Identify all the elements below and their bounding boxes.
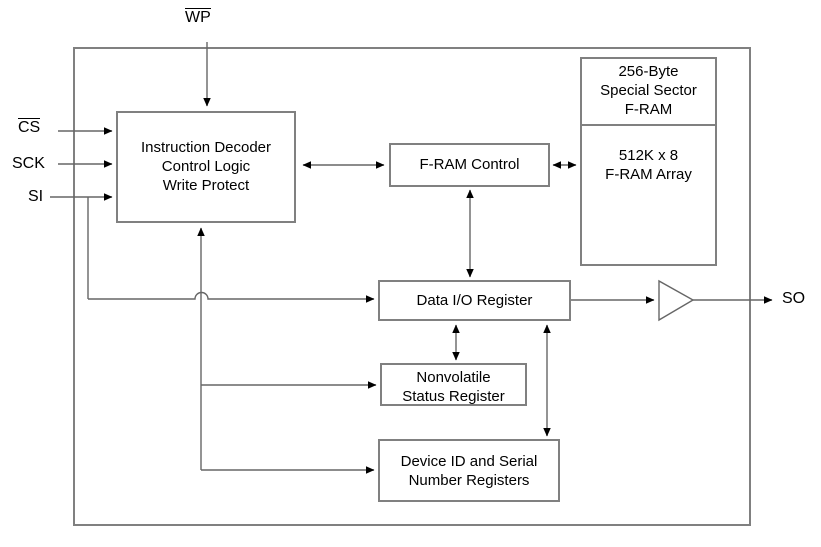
pin-label-sck-text: SCK xyxy=(12,155,45,172)
block-nonvolatile-status-register xyxy=(380,363,527,406)
block-fram-memory-outer xyxy=(580,57,717,266)
pin-label-so-text: SO xyxy=(782,290,806,307)
wire-si-to-data-io-register xyxy=(88,291,375,303)
chip-boundary-box xyxy=(73,47,751,526)
block-fram-control xyxy=(389,143,550,187)
pin-label-si: SI xyxy=(28,188,43,206)
block-device-id-register xyxy=(378,439,560,502)
pin-label-wp: WP xyxy=(185,8,211,27)
pin-label-cs-text: CS xyxy=(18,118,41,136)
pin-label-so: SO xyxy=(782,290,805,308)
pin-label-sck: SCK xyxy=(12,155,45,173)
pin-label-si-text: SI xyxy=(28,188,44,205)
pin-label-wp-text: WP xyxy=(185,8,211,26)
output-buffer-triangle xyxy=(658,279,695,322)
pin-label-cs: CS xyxy=(18,118,41,137)
block-data-io-register xyxy=(378,280,571,321)
block-instruction-decoder xyxy=(116,111,296,223)
